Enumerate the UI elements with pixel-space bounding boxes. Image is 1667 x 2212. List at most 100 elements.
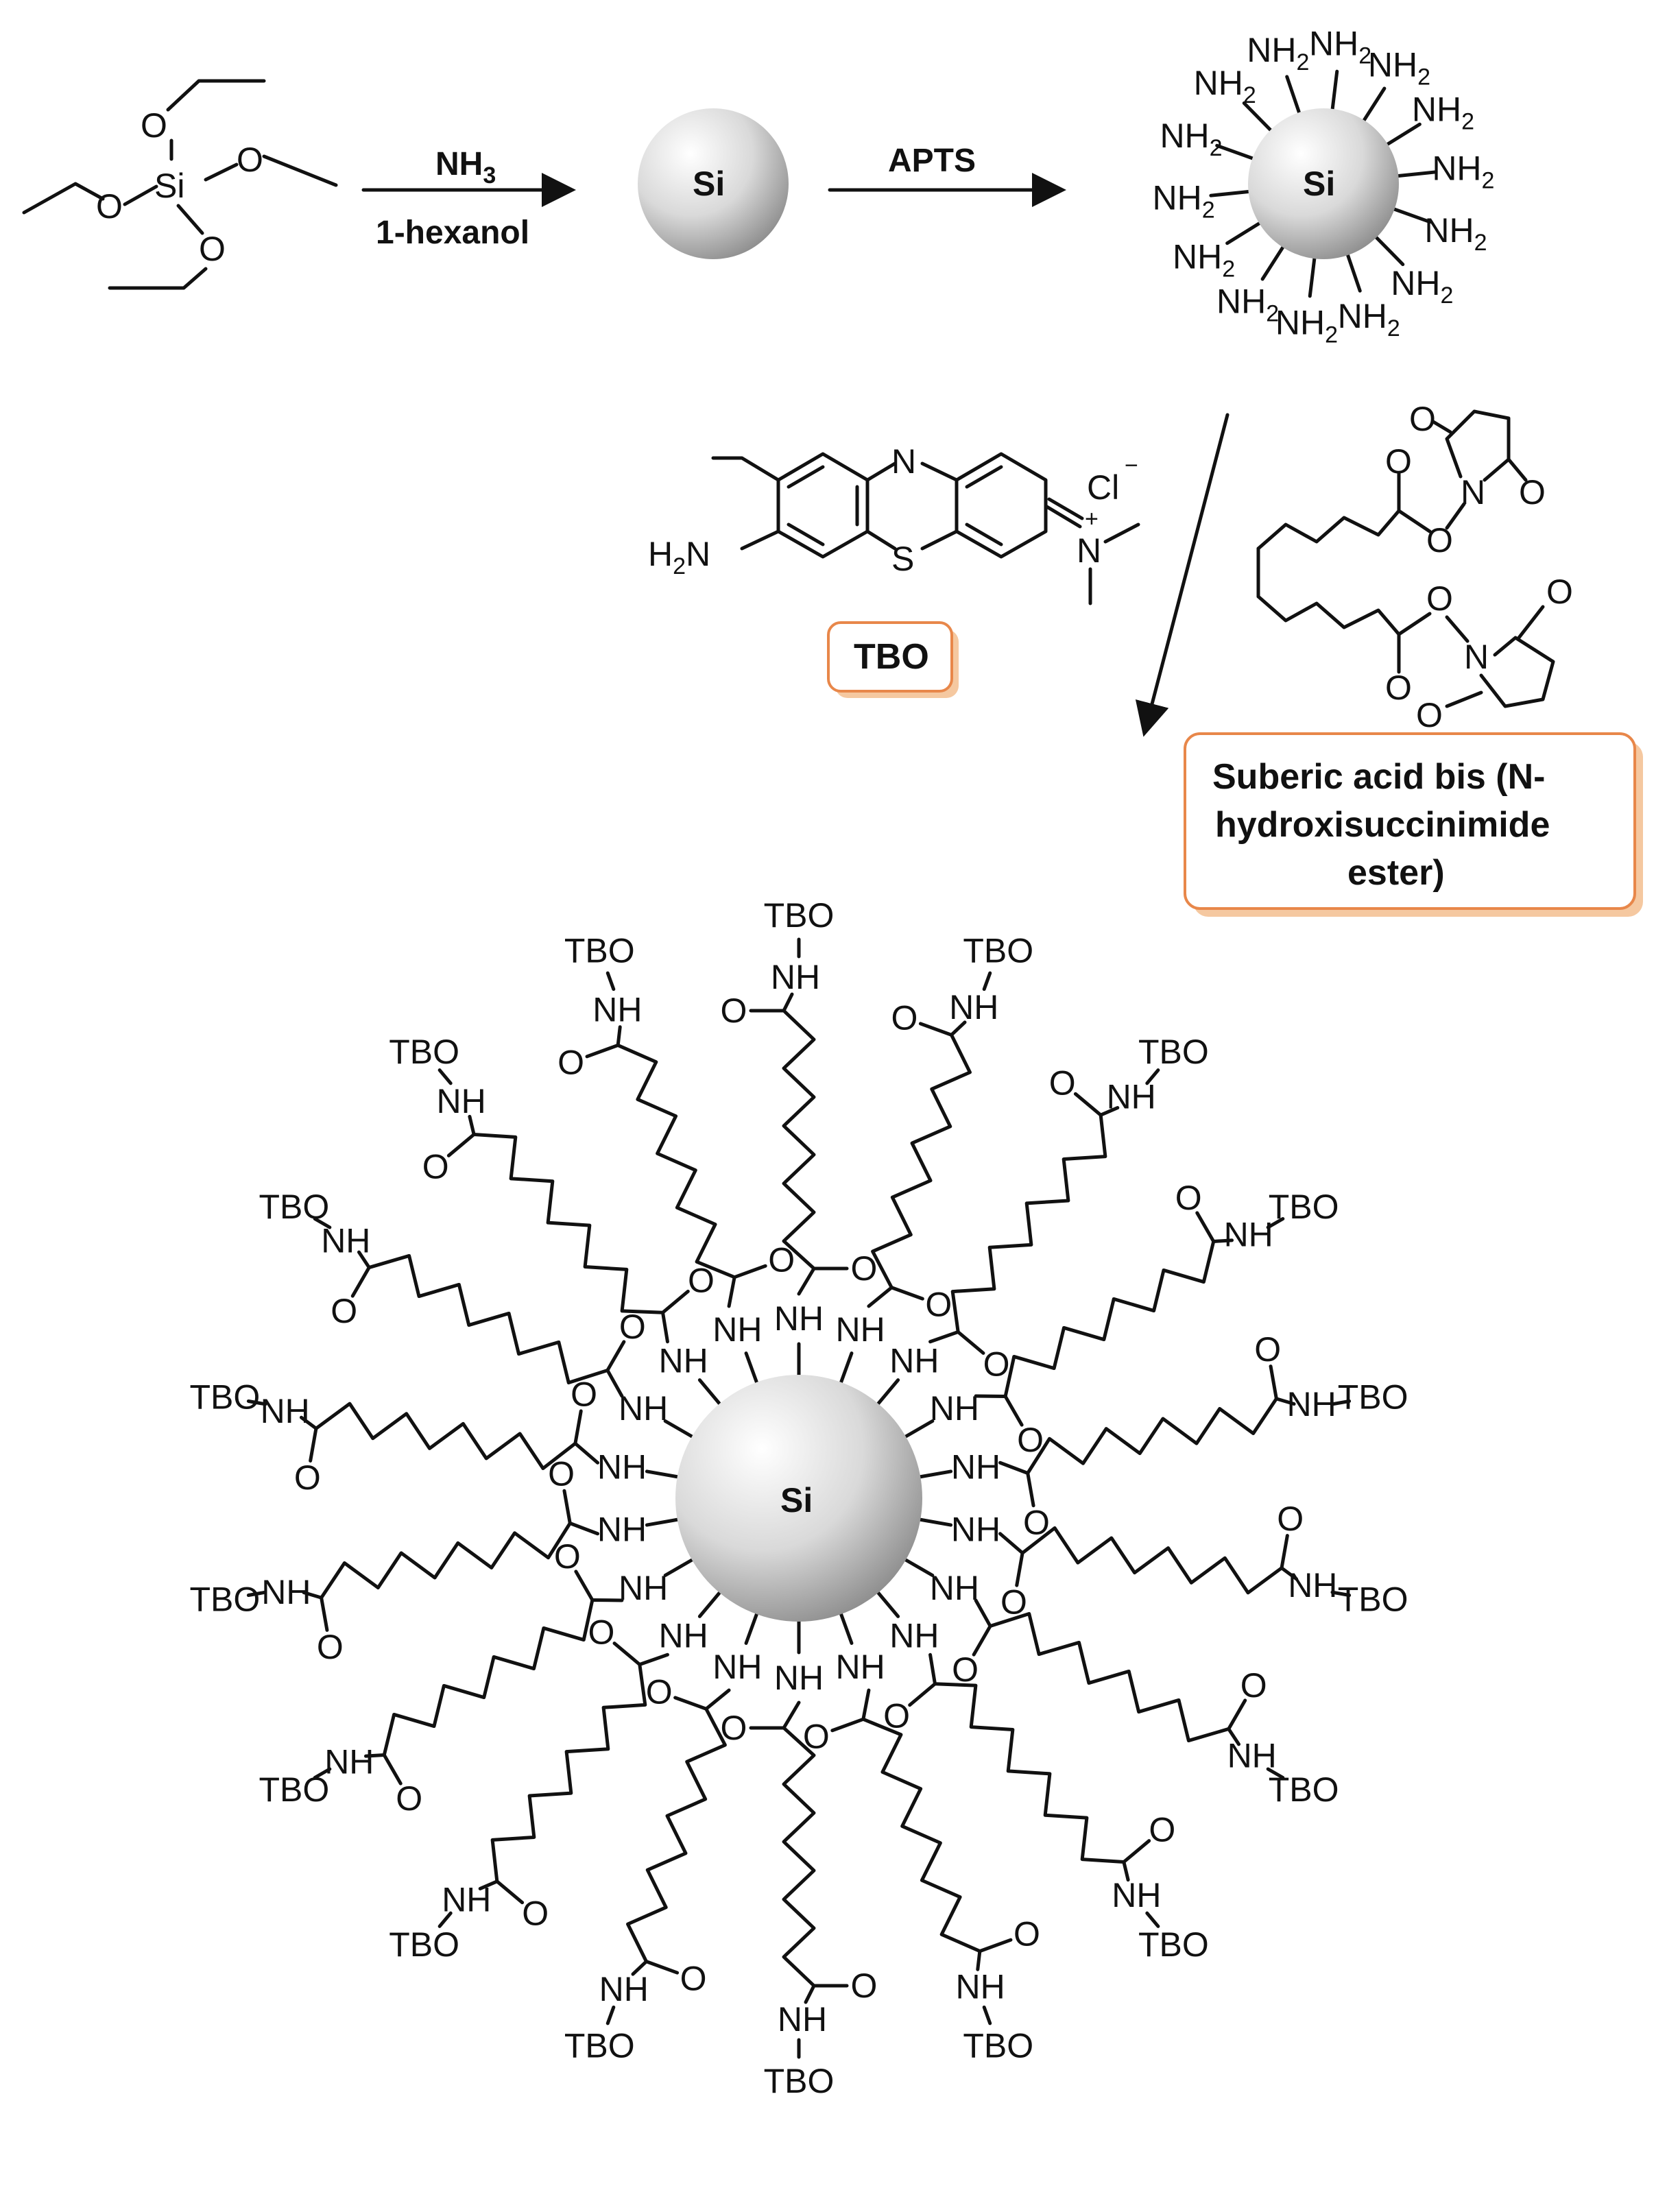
nhs-nitrogen-top: N: [1461, 473, 1485, 512]
carbonyl-bond: [1195, 1211, 1216, 1243]
arm-bond: [645, 1517, 680, 1527]
carbonyl-bond: [446, 1132, 476, 1157]
amine-group-label: NH2: [1432, 149, 1494, 194]
terminal-tbo-label: TBO: [1338, 1378, 1408, 1416]
carbonyl-bond: [1280, 1534, 1289, 1570]
terminal-nh-label: NH: [1112, 1876, 1161, 1914]
terminal-tbo-label: TBO: [1138, 1925, 1209, 1964]
carbonyl-bond: [605, 1340, 626, 1372]
arm-bond: [1330, 1590, 1352, 1598]
amine-group-label: NH2: [1412, 90, 1474, 134]
silica-particle: Si: [638, 108, 789, 259]
amine-bond: [1346, 253, 1362, 293]
arm-bond: [697, 1378, 721, 1406]
carbonyl-oxygen-label: O: [571, 1375, 597, 1413]
arm-bond: [437, 1068, 453, 1085]
tbo-ring-nitrogen: N: [891, 442, 916, 481]
amine-group-label: NH2: [1275, 304, 1338, 348]
arm-bond: [663, 1419, 694, 1439]
amine-group-label: NH2: [1391, 264, 1453, 309]
terminal-nh-label: NH: [949, 988, 998, 1026]
arm-bond: [804, 1984, 816, 2004]
amine-group-label: NH2: [1216, 282, 1279, 327]
step3-arrow: [1135, 413, 1230, 737]
carbonyl-bond: [574, 1570, 595, 1602]
alkyl-chain: [782, 1009, 816, 1296]
tbo-box-text: TBO: [854, 637, 929, 677]
carbonyl-oxygen-label: O: [1175, 1179, 1202, 1217]
carbonyl-bond: [585, 1043, 620, 1059]
carbonyl-oxygen-label: O: [619, 1308, 646, 1346]
reagent-apts: APTS: [888, 143, 976, 179]
carbonyl-bond: [908, 1682, 937, 1707]
amide-nh-label: NH: [930, 1569, 979, 1607]
alkyl-chain: [367, 1253, 624, 1398]
terminal-nh-label: NH: [771, 958, 820, 996]
carbonyl-bond: [612, 1642, 642, 1666]
terminal-nh-label: NH: [261, 1573, 311, 1611]
suberic-acid-nhs-molecule: O O N O O O O N O O: [1256, 400, 1573, 734]
arm-bond: [1266, 1767, 1285, 1779]
terminal-nh-label: NH: [321, 1221, 370, 1260]
terminal-tbo-label: TBO: [963, 2027, 1033, 2065]
nhs-carbonyl-oxygen-top: O: [1385, 442, 1412, 481]
carbonyl-oxygen-label: O: [925, 1286, 952, 1324]
terminal-tbo-label: TBO: [389, 1925, 459, 1964]
terminal-nh-label: NH: [778, 2000, 827, 2039]
alkyl-chain: [867, 1033, 972, 1308]
amine-group-label: NH2: [1368, 45, 1430, 90]
product-silica-label: Si: [780, 1481, 813, 1519]
suberic-box-line1: Suberic acid bis (N-: [1212, 757, 1545, 797]
arm-bond: [302, 1590, 324, 1600]
carbonyl-bond: [320, 1596, 329, 1632]
arm-bond: [982, 971, 992, 991]
silica-label: Si: [693, 165, 725, 203]
amine-bond: [1386, 122, 1422, 146]
amine-bond: [1215, 143, 1254, 160]
amine-group-label: NH2: [1338, 297, 1400, 341]
amine-group-label: NH2: [1194, 64, 1256, 108]
terminal-nh-label: NH: [1107, 1078, 1156, 1116]
terminal-nh-label: NH: [261, 1392, 310, 1430]
amine-bond: [1396, 170, 1438, 178]
arm-bond: [631, 1960, 648, 1976]
carbonyl-bond: [573, 1409, 583, 1445]
terminal-nh-label: NH: [442, 1880, 491, 1919]
amine-bond: [1362, 86, 1387, 122]
teos-molecule: O Si O O O: [22, 79, 338, 290]
suberic-box-line2: hydroxisuccinimide: [1215, 805, 1550, 845]
tbo-label-box: TBO: [827, 621, 959, 698]
arm-bond: [299, 1415, 318, 1430]
carbonyl-oxygen-label: O: [422, 1147, 449, 1186]
carbonyl-oxygen-label: O: [1149, 1811, 1175, 1849]
carbonyl-bond: [889, 1286, 924, 1301]
nhs-imide-oxygen-3: O: [1546, 573, 1573, 611]
suberic-label-box: Suberic acid bis (N- hydroxisuccinimide …: [1184, 732, 1643, 917]
arm-bond: [950, 1020, 967, 1037]
amine-group-label: NH2: [1153, 178, 1215, 223]
arm-bond: [246, 1590, 267, 1598]
teos-oxygen-right: O: [237, 141, 263, 179]
amide-nh-label: NH: [951, 1448, 1000, 1487]
alkyl-chain: [928, 1652, 1126, 1864]
arm-bond: [663, 1558, 694, 1577]
arm-bond: [982, 2005, 992, 2025]
tbo-chloride-charge: −: [1125, 453, 1138, 479]
terminal-nh-label: NH: [1224, 1216, 1273, 1254]
arm-bond: [645, 1469, 680, 1479]
carbonyl-oxygen-label: O: [588, 1613, 614, 1652]
terminal-tbo-label: TBO: [564, 2027, 635, 2065]
carbonyl-oxygen-label: O: [522, 1895, 549, 1933]
amine-bond: [1374, 235, 1405, 267]
carbonyl-bond: [1003, 1395, 1024, 1427]
reagent-hexanol: 1-hexanol: [376, 215, 529, 251]
step1-arrow: NH3 1-hexanol: [361, 146, 576, 251]
teos-oxygen-top: O: [141, 106, 167, 145]
carbonyl-oxygen-label: O: [851, 1249, 878, 1288]
carbonyl-bond: [644, 1960, 680, 1975]
nhs-imide-oxygen-4: O: [1416, 696, 1443, 734]
carbonyl-bond: [1015, 1551, 1024, 1587]
terminal-nh-label: NH: [437, 1082, 486, 1120]
arm-bond: [1145, 1068, 1160, 1085]
